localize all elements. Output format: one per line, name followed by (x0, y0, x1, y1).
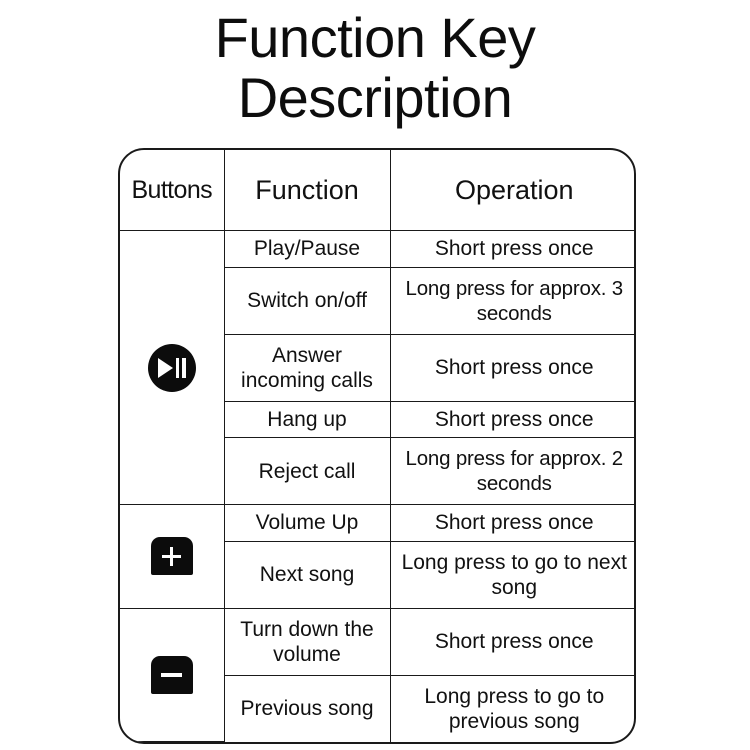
operation-cell: Long press to go to previous song (389, 674, 634, 742)
function-cell: Previous song (224, 674, 391, 742)
table-row: Answer incoming calls Short press once (120, 333, 634, 402)
function-key-table: Buttons Function Operation (120, 150, 634, 742)
function-cell: Hang up (224, 400, 391, 439)
column-header-buttons: Buttons (120, 150, 225, 231)
function-cell: Play/Pause (223, 230, 391, 268)
button-cell-volume-down (120, 607, 225, 742)
plus-key-icon (150, 537, 193, 576)
play-pause-icon (147, 343, 196, 392)
table-row: Turn down the volume Short press once (120, 607, 634, 742)
page-title-line-2: Description (237, 66, 513, 129)
table-row: Next song Long press to go to next song (120, 540, 634, 609)
page-title-line-1: Function Key (214, 6, 536, 69)
function-cell: Reject call (224, 437, 391, 506)
pause-bars-icon (175, 357, 186, 378)
play-triangle-icon (157, 357, 173, 378)
function-cell: Answer incoming calls (224, 333, 391, 402)
table-row: Volume Up Short press once (120, 504, 634, 609)
operation-cell: Short press once (389, 504, 634, 542)
table-row: Switch on/off Long press for approx. 3 s… (120, 266, 634, 335)
function-cell: Switch on/off (224, 266, 391, 335)
table-header-row: Buttons Function Operation (120, 150, 634, 231)
table-row: Reject call Long press for approx. 2 sec… (120, 437, 634, 506)
icon-container (124, 343, 220, 392)
button-cell-volume-up (120, 504, 225, 609)
table-row: Previous song Long press to go to previo… (120, 674, 634, 742)
minus-key-icon (150, 655, 193, 694)
column-header-function: Function (223, 150, 391, 231)
function-cell: Turn down the volume (223, 607, 391, 676)
column-header-operation: Operation (389, 150, 634, 231)
function-cell: Volume Up (223, 504, 391, 542)
operation-cell: Short press once (389, 400, 634, 439)
operation-cell: Long press to go to next song (389, 540, 634, 609)
function-key-table-frame: Buttons Function Operation (118, 148, 636, 744)
operation-cell: Long press for approx. 3 seconds (389, 266, 634, 335)
icon-container (124, 655, 220, 694)
table-row: Hang up Short press once (120, 400, 634, 439)
function-cell: Next song (224, 540, 391, 609)
page-title: Function Key Description (0, 8, 750, 128)
operation-cell: Long press for approx. 2 seconds (389, 437, 634, 506)
icon-container (124, 537, 220, 576)
button-cell-play-pause (120, 229, 225, 506)
operation-cell: Short press once (389, 230, 634, 268)
table-row: Play/Pause Short press once (120, 229, 634, 506)
operation-cell: Short press once (389, 333, 634, 402)
operation-cell: Short press once (389, 607, 634, 676)
